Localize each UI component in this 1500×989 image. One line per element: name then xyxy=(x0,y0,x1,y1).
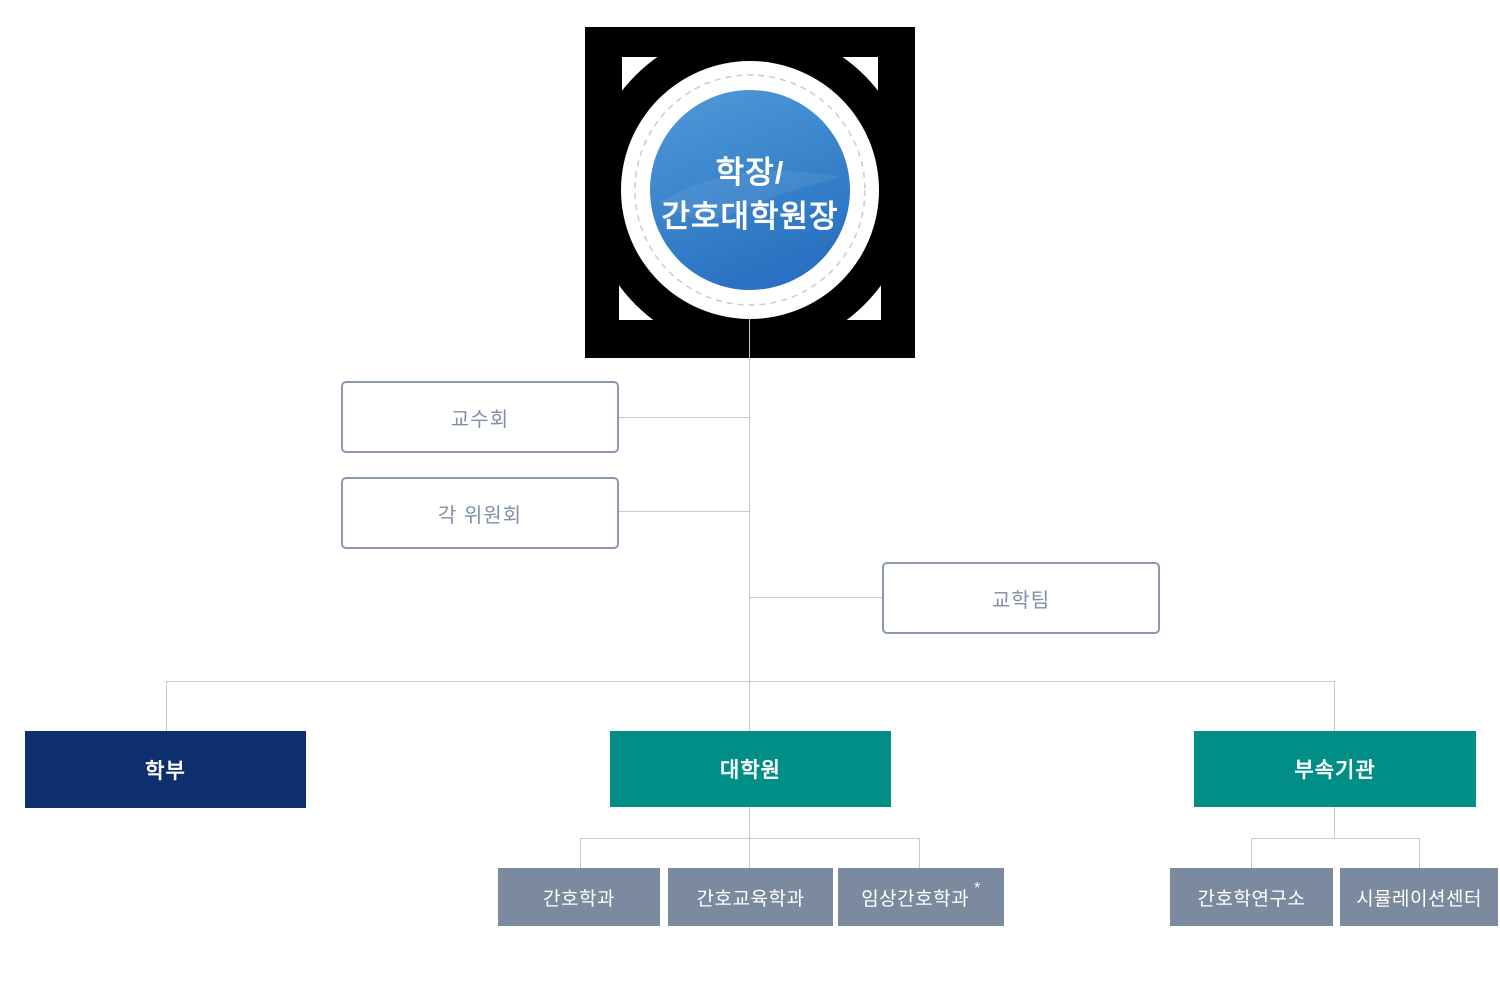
connector-research-institute-drop xyxy=(1251,838,1252,868)
connector-graduate-down xyxy=(749,807,750,838)
box-affiliated-institutions: 부속기관 xyxy=(1194,731,1476,807)
nursing-education-dept-label: 간호교육학과 xyxy=(696,888,805,910)
connector-clinical-nursing-drop xyxy=(919,838,920,868)
connector-committees xyxy=(619,511,750,512)
academic-affairs-team-label: 교학팀 xyxy=(991,589,1051,612)
connector-academic-team xyxy=(750,597,882,598)
undergraduate-label: 학부 xyxy=(145,759,186,783)
connector-simulation-center-drop xyxy=(1419,838,1420,868)
connector-branch-horizontal xyxy=(166,681,1335,682)
box-academic-affairs-team: 교학팀 xyxy=(882,562,1160,634)
box-faculty-council: 교수회 xyxy=(341,381,619,453)
box-clinical-nursing-dept: 임상간호학과 * xyxy=(838,868,1004,926)
connector-nursing-education-drop xyxy=(749,838,750,868)
clinical-nursing-asterisk: * xyxy=(974,880,981,897)
box-nursing-education-dept: 간호교육학과 xyxy=(668,868,833,926)
connector-affiliate-down xyxy=(1334,807,1335,838)
box-nursing-dept: 간호학과 xyxy=(498,868,660,926)
connector-graduate-children-horizontal xyxy=(580,838,920,839)
affiliated-institutions-label: 부속기관 xyxy=(1294,759,1376,782)
graduate-school-label: 대학원 xyxy=(720,759,781,782)
box-committees: 각 위원회 xyxy=(341,477,619,549)
committees-label: 각 위원회 xyxy=(437,504,523,527)
connector-undergraduate-drop xyxy=(166,681,167,731)
emblem-dashed-ring xyxy=(634,74,866,306)
nursing-dept-label: 간호학과 xyxy=(543,888,615,910)
connector-main-vertical xyxy=(749,318,750,731)
simulation-center-label: 시뮬레이션센터 xyxy=(1356,888,1482,910)
dean-circle xyxy=(650,90,850,290)
clinical-nursing-dept-label: 임상간호학과 xyxy=(861,888,970,910)
box-nursing-research-institute: 간호학연구소 xyxy=(1170,868,1333,926)
dean-emblem: 학장/ 간호대학원장 xyxy=(585,27,915,358)
box-undergraduate: 학부 xyxy=(25,731,306,808)
faculty-council-label: 교수회 xyxy=(450,408,510,431)
swoosh-watermark-icon xyxy=(660,170,840,220)
connector-affiliate-children-horizontal xyxy=(1251,838,1420,839)
box-simulation-center: 시뮬레이션센터 xyxy=(1340,868,1498,926)
connector-faculty-council xyxy=(619,417,750,418)
connector-nursing-dept-drop xyxy=(580,838,581,868)
connector-affiliated-drop xyxy=(1334,681,1335,731)
dean-title-line1: 학장/ xyxy=(716,155,785,190)
dean-title-line2: 간호대학원장 xyxy=(661,199,838,234)
nursing-research-institute-label: 간호학연구소 xyxy=(1197,888,1306,910)
box-graduate-school: 대학원 xyxy=(610,731,891,807)
